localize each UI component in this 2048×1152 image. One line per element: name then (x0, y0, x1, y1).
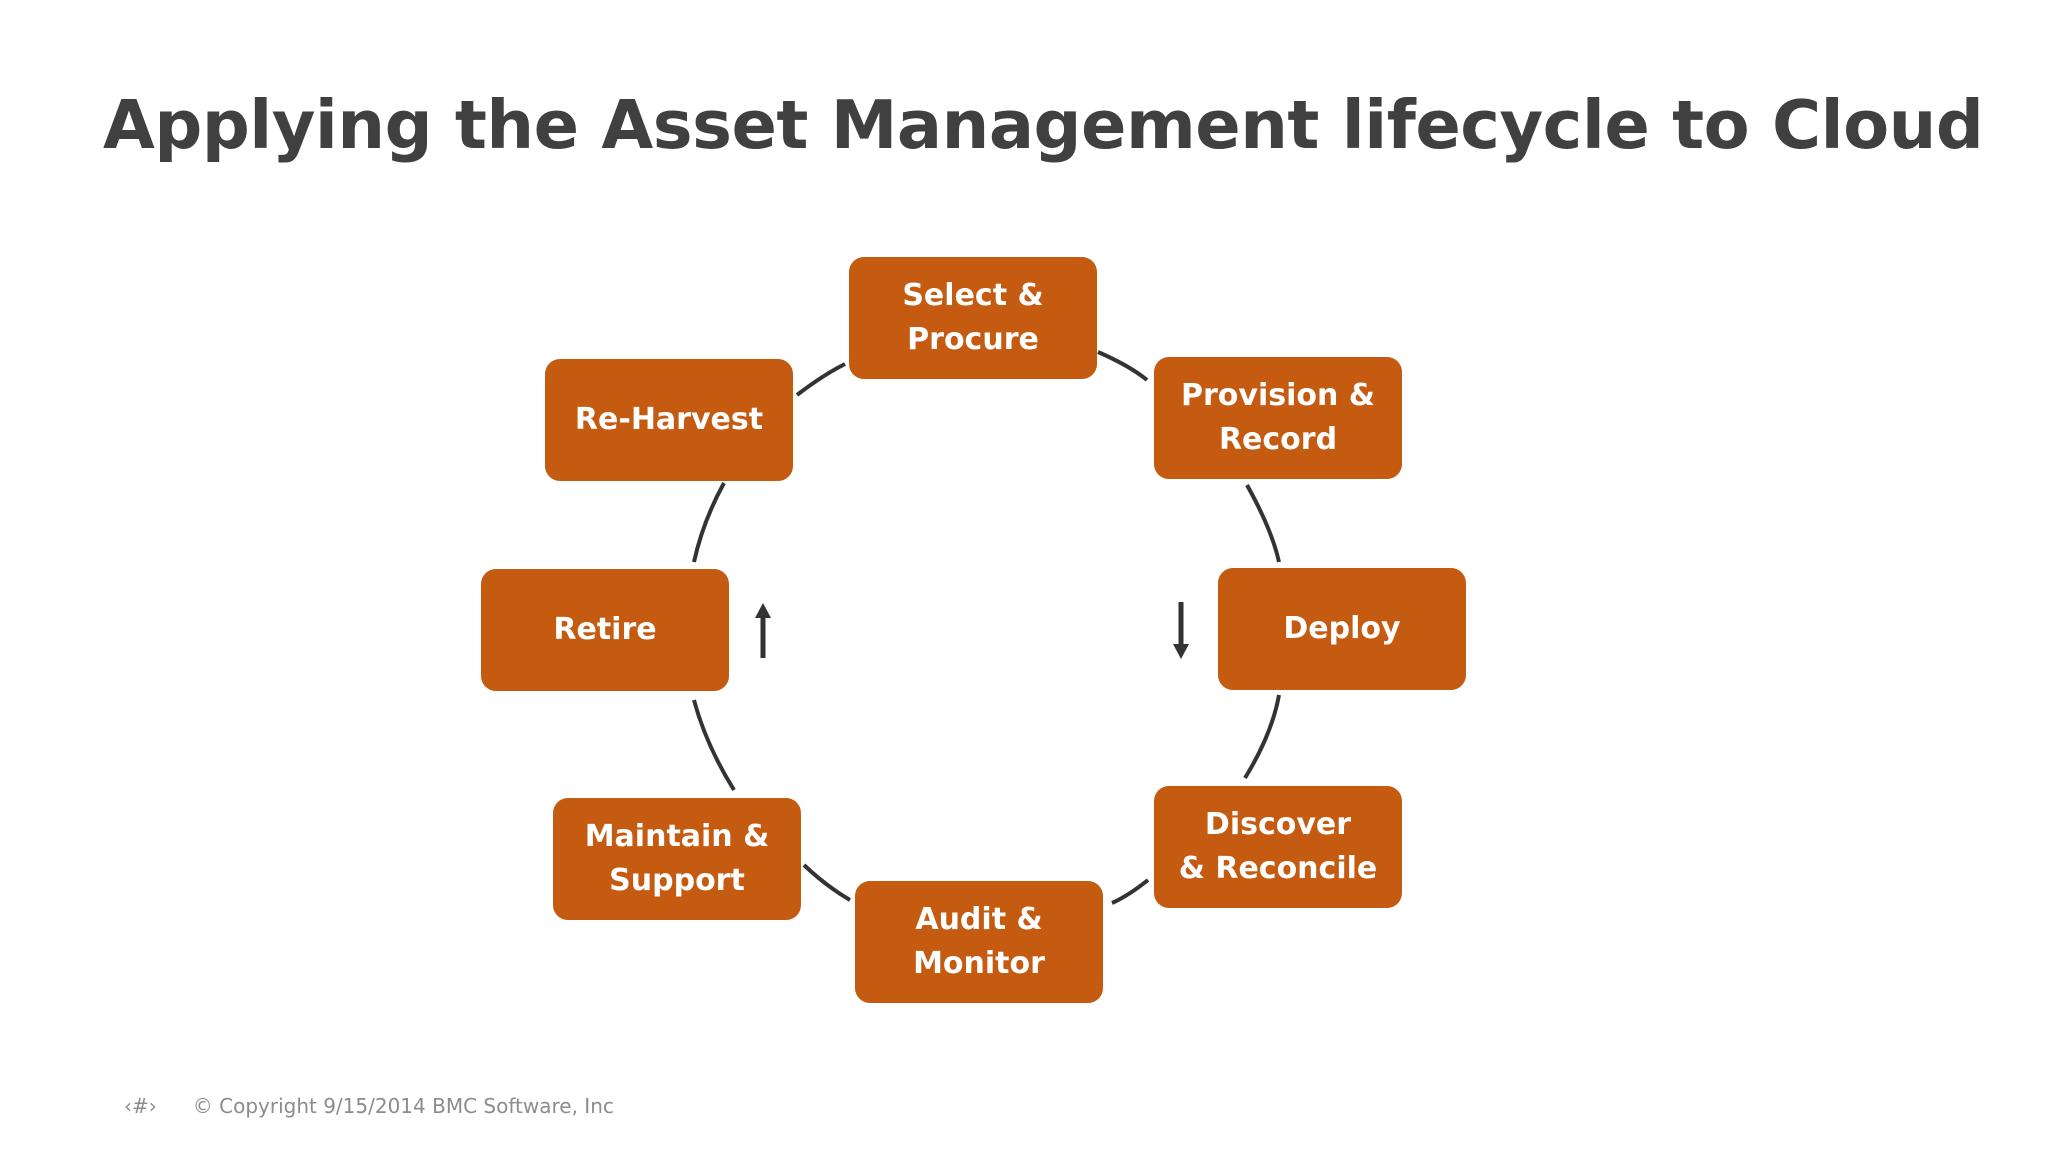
down-arrow-icon (1173, 602, 1189, 659)
connector-select-to-provision (1097, 350, 1149, 382)
stage-label: Maintain & Support (584, 819, 770, 898)
connector-reharvest-to-select (795, 362, 846, 397)
connector-audit-to-maintain (802, 863, 852, 902)
stage-maintain-support: Maintain & Support (553, 798, 801, 920)
connector-provision-to-deploy (1245, 484, 1281, 563)
stage-re-harvest: Re-Harvest (545, 359, 793, 481)
stage-label: Select & Procure (902, 278, 1044, 357)
slide-title: Applying the Asset Management lifecycle … (103, 86, 1984, 164)
stage-audit-monitor: Audit & Monitor (855, 881, 1103, 1003)
stage-provision-record: Provision & Record (1154, 357, 1402, 479)
stage-discover-reconcile: Discover & Reconcile (1154, 786, 1402, 908)
up-arrow-icon (755, 603, 771, 658)
page-number: ‹#› (124, 1094, 157, 1118)
stage-label: Discover & Reconcile (1178, 807, 1378, 886)
stage-label: Audit & Monitor (913, 902, 1045, 981)
connector-maintain-to-retire (692, 699, 736, 792)
stage-retire: Retire (481, 569, 729, 691)
stage-label: Deploy (1283, 611, 1401, 646)
stage-deploy: Deploy (1218, 568, 1466, 690)
stage-select-procure: Select & Procure (849, 257, 1097, 379)
footer: ‹#› © Copyright 9/15/2014 BMC Software, I… (124, 1094, 614, 1118)
stage-label: Re-Harvest (574, 402, 764, 437)
connector-retire-to-reharvest (692, 482, 726, 563)
stage-label: Provision & Record (1181, 378, 1375, 457)
connector-deploy-to-discover (1243, 694, 1281, 780)
stage-label: Retire (553, 612, 657, 647)
copyright-text: © Copyright 9/15/2014 BMC Software, Inc (192, 1094, 614, 1118)
connector-discover-to-audit (1111, 878, 1150, 905)
